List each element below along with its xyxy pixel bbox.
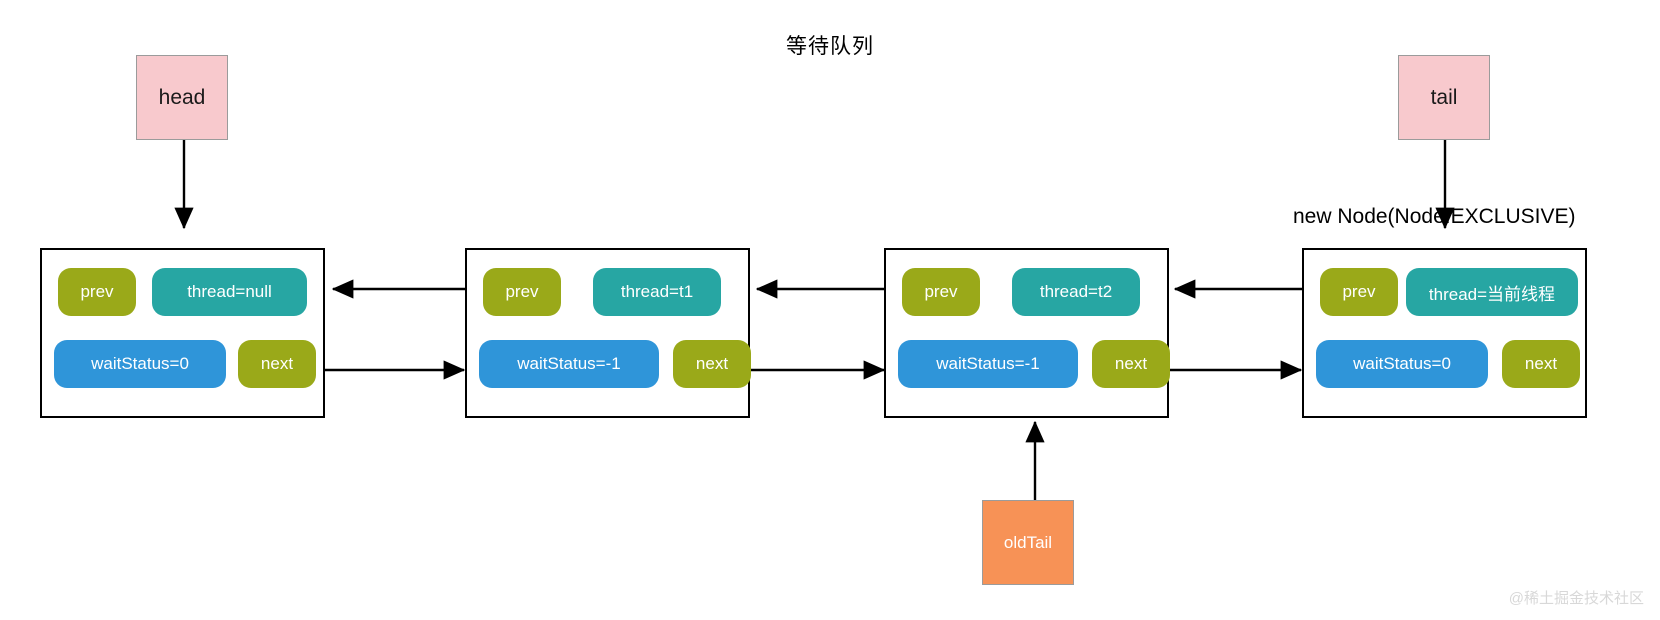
node-1-next-pill[interactable]: next [673, 340, 751, 388]
node-3-waitstatus-pill[interactable]: waitStatus=0 [1316, 340, 1488, 388]
node-t1[interactable]: prev thread=t1 waitStatus=-1 next [465, 248, 751, 418]
node-3-next-pill[interactable]: next [1502, 340, 1580, 388]
node-2-waitstatus-pill[interactable]: waitStatus=-1 [898, 340, 1078, 388]
node-0-next-pill[interactable]: next [238, 340, 316, 388]
node-1-waitstatus-pill[interactable]: waitStatus=-1 [479, 340, 659, 388]
pointer-label-oldtail: oldTail [1003, 532, 1053, 552]
pointer-box-tail[interactable]: tail [1398, 55, 1490, 140]
node-0-prev-pill[interactable]: prev [58, 268, 136, 316]
node-1-thread-pill[interactable]: thread=t1 [593, 268, 721, 316]
watermark: @稀土掘金技术社区 [1508, 590, 1644, 607]
node-3-thread-pill[interactable]: thread=当前线程 [1406, 268, 1578, 316]
annotation-new-node: new Node(Node.EXCLUSIVE) [1293, 205, 1576, 228]
pointer-label-tail: tail [1430, 85, 1458, 109]
node-2-thread-pill[interactable]: thread=t2 [1012, 268, 1140, 316]
pointer-label-head: head [158, 85, 206, 109]
node-1-prev-pill[interactable]: prev [483, 268, 561, 316]
page-title: 等待队列 [786, 35, 874, 58]
node-0-thread-pill[interactable]: thread=null [152, 268, 307, 316]
node-2-prev-pill[interactable]: prev [902, 268, 980, 316]
node-current-thread[interactable]: prev thread=当前线程 waitStatus=0 next [1302, 248, 1587, 418]
node-t2[interactable]: prev thread=t2 waitStatus=-1 next [884, 248, 1170, 418]
node-head[interactable]: prev thread=null waitStatus=0 next [40, 248, 325, 418]
pointer-box-head[interactable]: head [136, 55, 228, 140]
node-2-next-pill[interactable]: next [1092, 340, 1170, 388]
node-3-prev-pill[interactable]: prev [1320, 268, 1398, 316]
pointer-box-oldtail[interactable]: oldTail [982, 500, 1074, 585]
node-0-waitstatus-pill[interactable]: waitStatus=0 [54, 340, 226, 388]
